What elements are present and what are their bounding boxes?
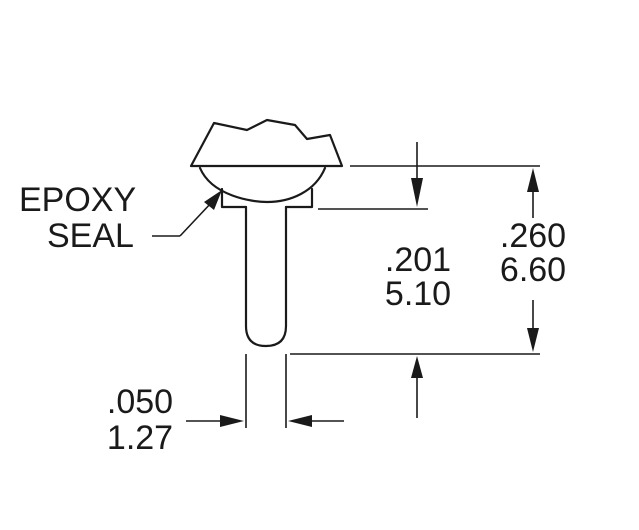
- dim-201-mm: 5.10: [384, 275, 452, 313]
- arrow-epoxy: [204, 190, 222, 210]
- arrow-260-up: [527, 168, 539, 192]
- dim-050-inch: .050: [106, 383, 174, 421]
- epoxy-seal: [220, 187, 314, 209]
- dim-260-inch: .260: [499, 217, 567, 255]
- dim-050-mm: 1.27: [106, 419, 174, 457]
- arrow-050-right: [220, 415, 244, 427]
- epoxy-label-line2: SEAL: [47, 217, 134, 255]
- head-broken-edge: [189, 118, 344, 168]
- head-dome: [198, 166, 327, 204]
- arrow-201-down: [411, 178, 423, 207]
- dim-201-inch: .201: [384, 241, 452, 279]
- arrow-260-down: [527, 328, 539, 352]
- arrow-201-up: [411, 356, 423, 378]
- arrow-050-left: [288, 415, 312, 427]
- dim-260-mm: 6.60: [499, 251, 567, 289]
- epoxy-leader-diag: [179, 201, 213, 237]
- lead-pin: [244, 205, 288, 348]
- epoxy-label-line1: EPOXY: [19, 181, 137, 219]
